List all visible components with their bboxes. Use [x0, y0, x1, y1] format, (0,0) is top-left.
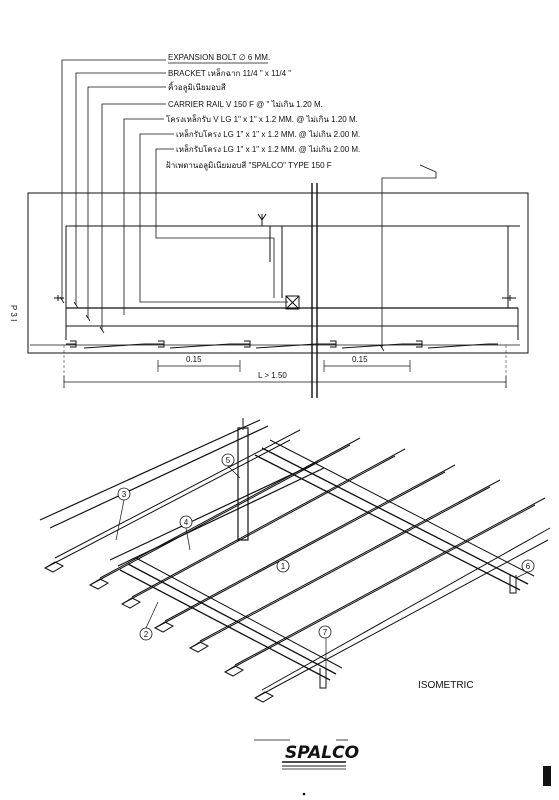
- scan-mark: [543, 766, 551, 786]
- callout-5: [221, 453, 235, 467]
- dim-panel-width-left: 0.15: [186, 355, 202, 364]
- label-ceiling-panel: ฝ้าเพดานอลูมิเนียมอบสี "SPALCO" TYPE 150…: [166, 161, 332, 171]
- label-carrier-rail: CARRIER RAIL V 150 F @ " ไม่เกิน 1.20 M.: [168, 100, 323, 109]
- brand-wordmark: SPALCO: [285, 743, 359, 763]
- panel-strips: [44, 429, 551, 699]
- label-expansion-bolt: EXPANSION BOLT ∅ 6 MM.: [168, 53, 270, 62]
- callout-4: [179, 515, 193, 529]
- isometric-label: ISOMETRIC: [418, 680, 474, 691]
- section-view: [27, 183, 529, 398]
- dim-panel-width-right: 0.15: [352, 355, 368, 364]
- callout-6-label: 6: [526, 562, 531, 571]
- label-bracket: BRACKET เหล็กฉาก 11/4 " x 11/4 ": [168, 68, 291, 78]
- panel-lips: [43, 561, 275, 703]
- callout-2: [139, 627, 153, 641]
- callout-1-label: 1: [281, 562, 286, 571]
- label-steel-support-1: เหล็กรับโครง LG 1" x 1" x 1.2 MM. @ ไม่เ…: [176, 129, 360, 139]
- callout-3-label: 3: [122, 490, 127, 499]
- callouts: [117, 453, 535, 641]
- leader-lines: [59, 59, 437, 352]
- callout-3: [117, 487, 131, 501]
- callout-7-label: 7: [323, 628, 328, 637]
- dim-side-mark: P 3 I: [9, 305, 18, 321]
- callout-5-label: 5: [226, 456, 231, 465]
- label-steel-frame-v: โครงเหล็กรับ V LG 1" x 1" x 1.2 MM. @ ไม…: [166, 114, 358, 124]
- isometric-view: [39, 418, 551, 703]
- label-aluminium-trim: คิ้วอลูมิเนียมอบสี: [168, 81, 226, 93]
- callout-6: [521, 559, 535, 573]
- dim-span: L > 1.50: [258, 371, 287, 380]
- label-stack: EXPANSION BOLT ∅ 6 MM. BRACKET เหล็กฉาก …: [166, 53, 360, 171]
- callout-2-label: 2: [144, 630, 149, 639]
- scan-dot: [302, 792, 306, 796]
- label-steel-support-2: เหล็กรับโครง LG 1" x 1" x 1.2 MM. @ ไม่เ…: [176, 144, 360, 154]
- spalco-logo: SPALCO: [254, 739, 359, 770]
- callout-4-label: 4: [184, 518, 189, 527]
- callout-1: [276, 559, 290, 573]
- panel-row: [66, 340, 498, 349]
- callout-7: [318, 625, 332, 639]
